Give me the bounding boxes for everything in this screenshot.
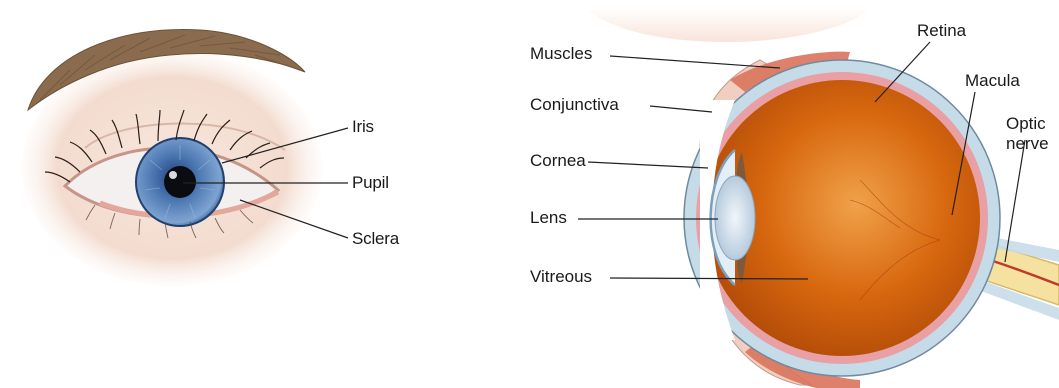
label-iris: Iris: [352, 118, 374, 135]
label-cornea: Cornea: [530, 152, 586, 169]
label-conjunctiva: Conjunctiva: [530, 96, 619, 113]
pupil: [164, 166, 196, 198]
label-optic-nerve-line1: Optic: [1006, 114, 1049, 134]
external-eye: [22, 29, 348, 286]
label-retina: Retina: [917, 22, 966, 39]
label-pupil: Pupil: [352, 174, 389, 191]
muscles-leader-line: [610, 56, 780, 68]
lens: [715, 176, 755, 260]
skin-top: [585, 8, 870, 42]
label-muscles: Muscles: [530, 45, 592, 62]
label-lens: Lens: [530, 209, 567, 226]
label-vitreous: Vitreous: [530, 268, 592, 285]
cornea-leader-line: [588, 162, 708, 168]
label-macula: Macula: [965, 72, 1020, 89]
label-optic-nerve-line2: nerve: [1006, 134, 1049, 154]
label-sclera: Sclera: [352, 230, 399, 247]
label-optic-nerve: Optic nerve: [1006, 114, 1049, 154]
pupil-highlight: [169, 171, 177, 179]
eye-cross-section: [578, 8, 1059, 388]
